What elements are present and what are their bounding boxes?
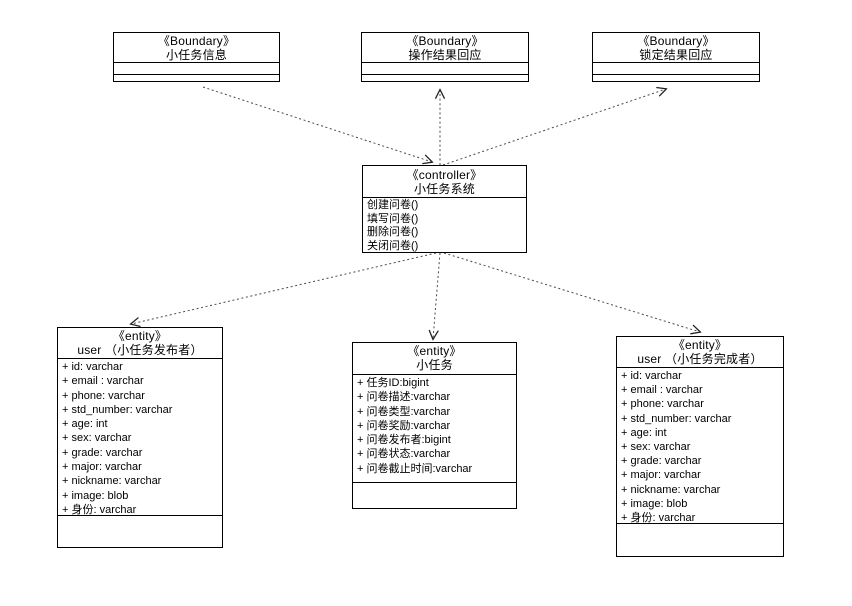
- class-name-label: 小任务信息: [165, 47, 227, 62]
- attribute-item: + std_number: varchar: [621, 412, 732, 425]
- attribute-item: + email : varchar: [62, 375, 144, 388]
- attribute-item: + 问卷状态:varchar: [357, 448, 451, 461]
- stereotype-label: 《entity》: [672, 338, 728, 352]
- attribute-item: + id: varchar: [621, 370, 682, 382]
- operations-compartment-empty: [114, 74, 279, 81]
- attribute-item: + phone: varchar: [62, 389, 145, 402]
- operation-item: 填写问卷(): [367, 212, 419, 225]
- class-boundary-task-info: 《Boundary》 小任务信息: [113, 32, 280, 82]
- attribute-item: + 身份: varchar: [62, 503, 137, 515]
- attribute-item: + grade: varchar: [621, 455, 702, 468]
- class-name-label: 小任务: [416, 357, 453, 372]
- attribute-item: + nickname: varchar: [621, 483, 721, 496]
- attribute-item: + major: varchar: [621, 469, 701, 482]
- attribute-item: + 问卷描述:varchar: [357, 391, 451, 404]
- attribute-item: + 身份: varchar: [621, 512, 696, 523]
- class-entity-user-publisher: 《entity》 user （小任务发布者） + id: varchar + e…: [57, 327, 223, 548]
- class-title: 《Boundary》 锁定结果回应: [593, 33, 759, 62]
- attribute-item: + age: int: [62, 418, 108, 431]
- class-boundary-op-result: 《Boundary》 操作结果回应: [361, 32, 529, 82]
- class-name-label: 小任务系统: [413, 181, 475, 196]
- attributes-compartment: + id: varchar + email : varchar + phone:…: [617, 367, 783, 523]
- class-boundary-lock-result: 《Boundary》 锁定结果回应: [592, 32, 760, 82]
- class-title: 《Boundary》 小任务信息: [114, 33, 279, 62]
- stereotype-label: 《entity》: [407, 344, 462, 358]
- edge-controller-to-entity-user-publisher: [131, 252, 437, 324]
- stereotype-label: 《entity》: [112, 329, 168, 343]
- edge-boundary-task-info-to-controller: [202, 86, 432, 162]
- attribute-item: + grade: varchar: [62, 446, 143, 459]
- stereotype-label: 《Boundary》: [406, 34, 484, 48]
- class-title: 《entity》 user （小任务发布者）: [58, 328, 222, 358]
- operation-item: 关闭问卷(): [367, 240, 419, 252]
- operations-compartment-empty: [617, 523, 783, 556]
- attributes-compartment: + 任务ID:bigint + 问卷描述:varchar + 问卷类型:varc…: [353, 374, 516, 482]
- attributes-compartment: + id: varchar + email : varchar + phone:…: [58, 358, 222, 515]
- attributes-compartment-empty: [114, 62, 279, 74]
- attribute-item: + id: varchar: [62, 361, 123, 373]
- class-entity-task: 《entity》 小任务 + 任务ID:bigint + 问卷描述:varcha…: [352, 342, 517, 509]
- attribute-item: + major: varchar: [62, 461, 142, 474]
- attribute-item: + 问卷截止时间:varchar: [357, 462, 473, 475]
- class-title: 《entity》 小任务: [353, 343, 516, 374]
- attributes-compartment-empty: [362, 62, 528, 74]
- class-name-label: 操作结果回应: [408, 47, 482, 62]
- operations-compartment-empty: [353, 482, 516, 508]
- attribute-item: + sex: varchar: [62, 432, 132, 445]
- attribute-item: + 问卷发布者:bigint: [357, 434, 451, 447]
- attribute-item: + 问卷类型:varchar: [357, 405, 451, 418]
- operations-compartment-empty: [593, 74, 759, 81]
- class-name-label: 锁定结果回应: [639, 47, 713, 62]
- class-title: 《Boundary》 操作结果回应: [362, 33, 528, 62]
- operations-compartment: 创建问卷() 填写问卷() 删除问卷() 关闭问卷(): [363, 197, 526, 252]
- attribute-item: + phone: varchar: [621, 398, 704, 411]
- stereotype-label: 《Boundary》: [637, 34, 715, 48]
- edge-controller-to-boundary-lock-result: [442, 89, 666, 166]
- class-title: 《entity》 user （小任务完成者）: [617, 337, 783, 367]
- attribute-item: + std_number: varchar: [62, 403, 173, 416]
- attribute-item: + 问卷奖励:varchar: [357, 419, 451, 432]
- attribute-item: + sex: varchar: [621, 441, 691, 454]
- class-controller-task-system: 《controller》 小任务系统 创建问卷() 填写问卷() 删除问卷() …: [362, 165, 527, 253]
- attribute-item: + age: int: [621, 426, 667, 439]
- class-name-label: user （小任务发布者）: [77, 342, 203, 357]
- operation-item: 创建问卷(): [367, 199, 419, 212]
- operations-compartment-empty: [362, 74, 528, 81]
- attributes-compartment-empty: [593, 62, 759, 74]
- stereotype-label: 《Boundary》: [157, 34, 236, 48]
- attribute-item: + image: blob: [621, 497, 688, 510]
- attribute-item: + image: blob: [62, 489, 129, 502]
- attribute-item: + 任务ID:bigint: [357, 377, 429, 389]
- class-entity-user-completer: 《entity》 user （小任务完成者） + id: varchar + e…: [616, 336, 784, 557]
- operation-item: 删除问卷(): [367, 226, 419, 239]
- attribute-item: + nickname: varchar: [62, 475, 162, 488]
- class-name-label: user （小任务完成者）: [637, 351, 763, 366]
- edge-controller-to-entity-user-completer: [443, 252, 700, 332]
- class-title: 《controller》 小任务系统: [363, 166, 526, 197]
- stereotype-label: 《controller》: [406, 168, 483, 182]
- edge-controller-to-entity-task: [433, 252, 441, 339]
- attribute-item: + email : varchar: [621, 384, 703, 397]
- operations-compartment-empty: [58, 515, 222, 547]
